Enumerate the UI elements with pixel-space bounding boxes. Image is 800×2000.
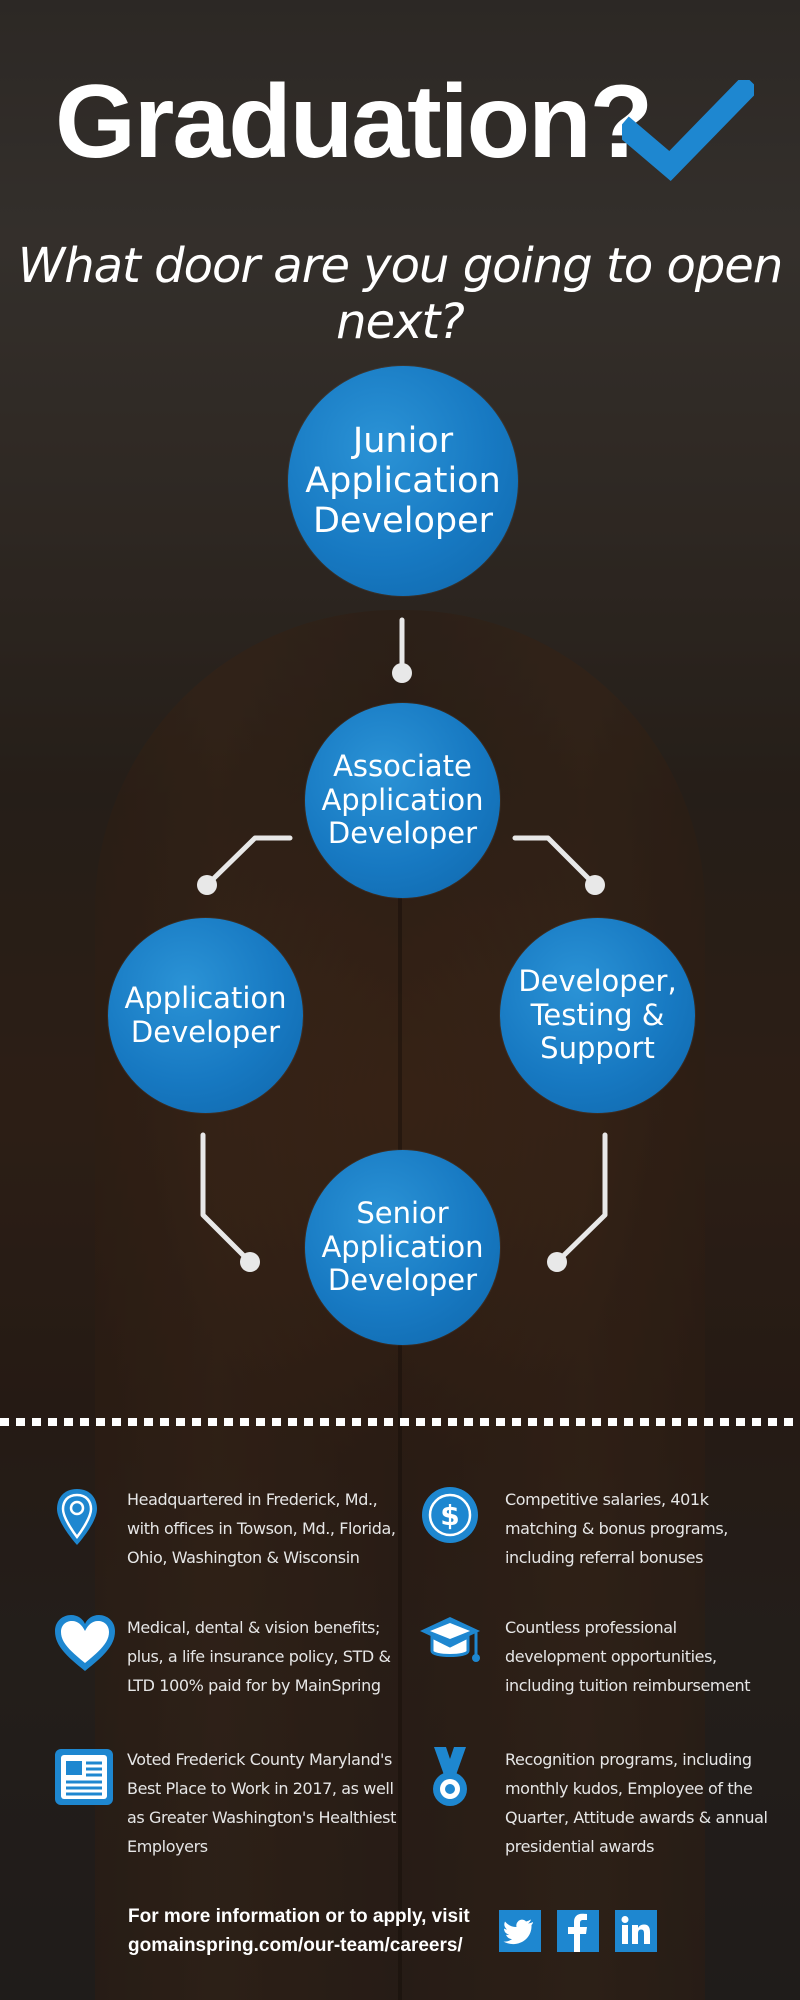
feature-salaries: $ Competitive salaries, 401k matching & … [420,1485,760,1595]
feature-benefits: Medical, dental & vision benefits; plus,… [55,1613,395,1723]
application-developer-node: Application Developer [108,918,303,1113]
location-pin-icon [57,1489,97,1545]
career-path-connectors [197,617,608,1272]
heart-icon [55,1615,115,1671]
feature-recognition-text: Recognition programs, including monthly … [505,1750,768,1856]
footer-cta: For more information or to apply, visit … [128,1902,470,1960]
linkedin-icon[interactable] [615,1910,657,1952]
medal-icon [433,1747,467,1806]
careers-link[interactable]: gomainspring.com/our-team/careers/ [128,1935,463,1956]
dotted-divider [0,1418,800,1426]
feature-recognition: Recognition programs, including monthly … [420,1745,768,1856]
feature-awards: Voted Frederick County Maryland's Best P… [55,1745,396,1856]
testing-support-node: Developer, Testing & Support [500,918,695,1113]
newspaper-icon [55,1749,113,1805]
svg-text:$: $ [440,1499,459,1532]
twitter-icon[interactable] [499,1910,541,1952]
associate-developer-node: Associate Application Developer [305,703,500,898]
door-seam [398,760,402,2000]
feature-locations-text: Headquartered in Frederick, Md., with of… [127,1490,396,1567]
feature-benefits-text: Medical, dental & vision benefits; plus,… [127,1618,391,1695]
dollar-coin-icon: $ [422,1487,478,1543]
application-developer-label: Application Developer [124,981,287,1049]
page-subtitle: What door are you going to open next? [17,238,784,350]
feature-awards-text: Voted Frederick County Maryland's Best P… [127,1750,396,1856]
associate-developer-label: Associate Application Developer [321,749,484,851]
feature-development-text: Countless professional development oppor… [505,1618,751,1695]
feature-development: Countless professional development oppor… [420,1613,760,1723]
feature-locations: Headquartered in Frederick, Md., with of… [55,1485,396,1595]
facebook-icon[interactable] [557,1910,599,1952]
senior-developer-label: Senior Application Developer [321,1196,484,1298]
checkmark-icon [622,80,754,182]
junior-developer-label: Junior Application Developer [305,420,501,542]
feature-salaries-text: Competitive salaries, 401k matching & bo… [505,1490,728,1567]
junior-developer-node: Junior Application Developer [288,366,518,596]
graduation-cap-icon [420,1617,480,1662]
page-title: Graduation? [55,64,653,180]
senior-developer-node: Senior Application Developer [305,1150,500,1345]
testing-support-label: Developer, Testing & Support [518,964,677,1066]
footer-cta-line1: For more information or to apply, visit [128,1906,470,1927]
